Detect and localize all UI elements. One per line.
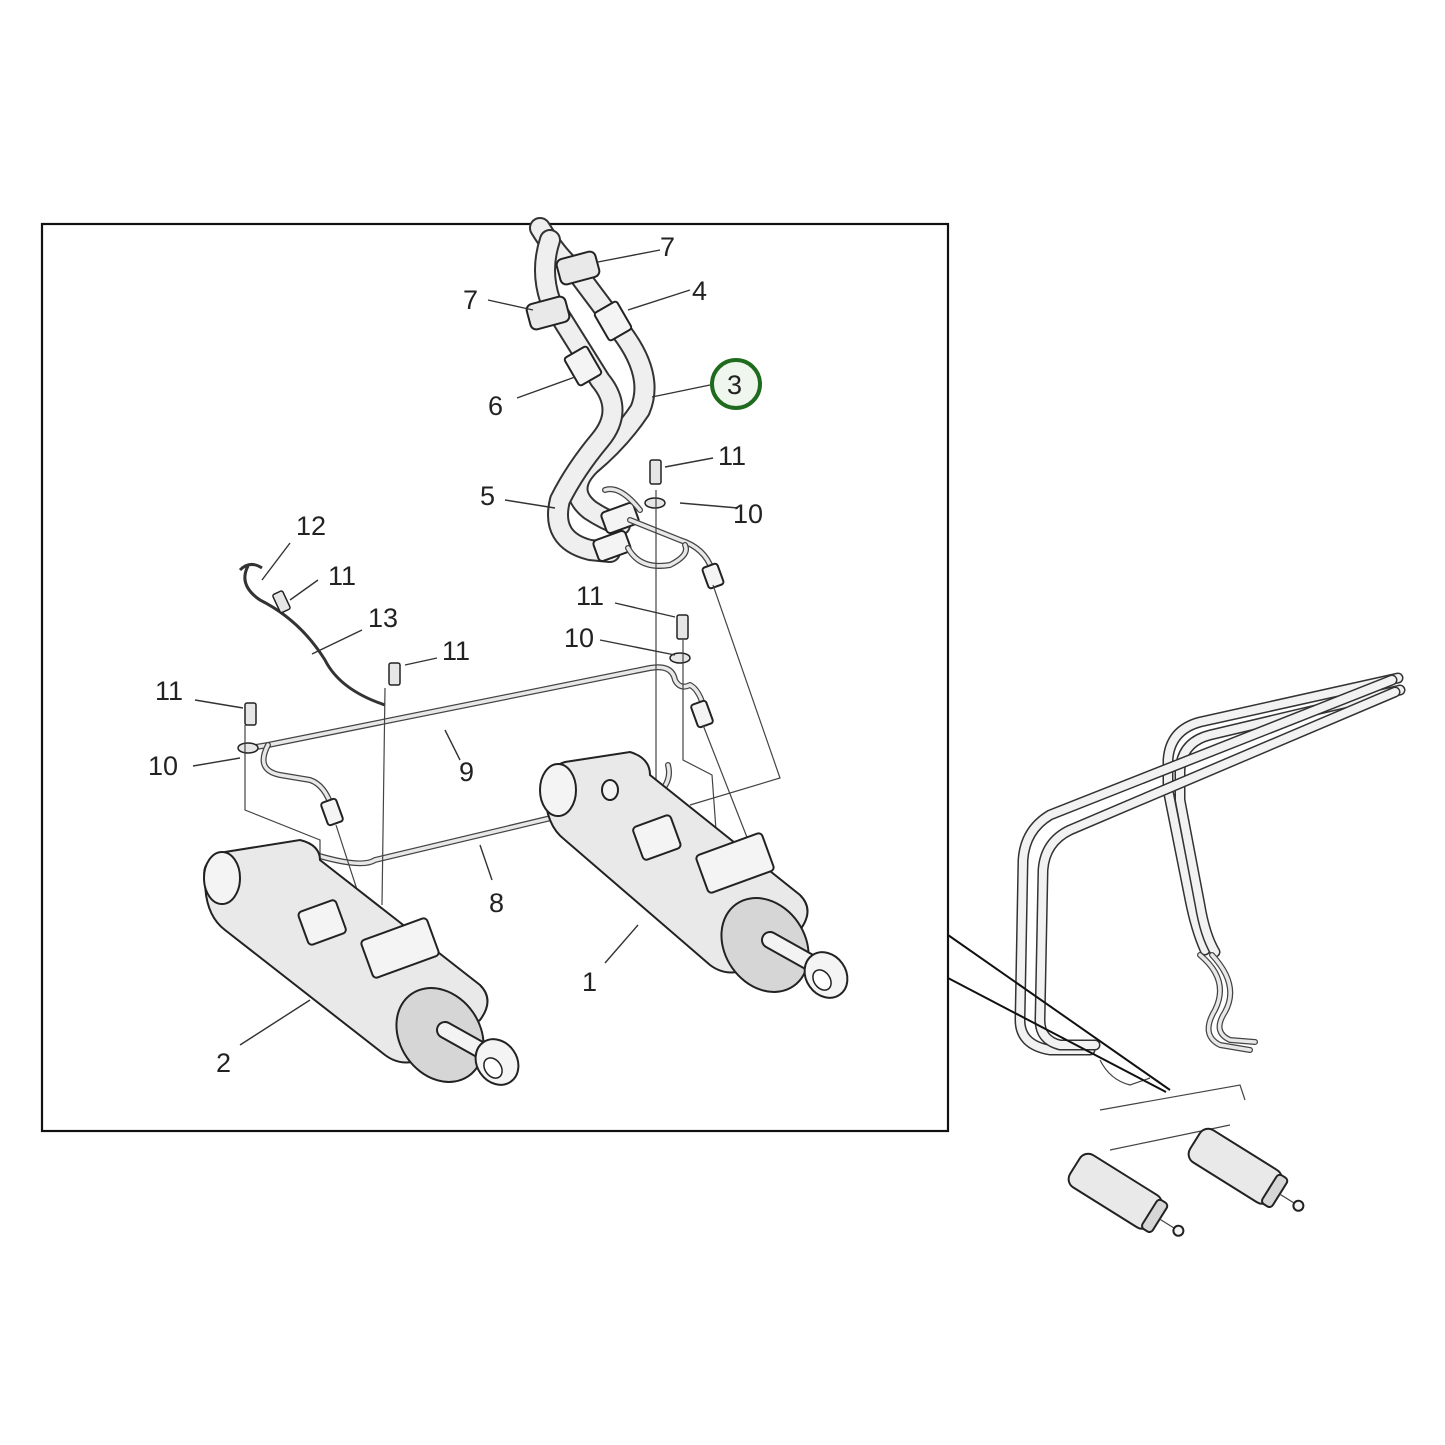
callout-3[interactable]: 3 [727,370,742,400]
callout-10[interactable]: 10 [733,499,763,529]
callout-5[interactable]: 5 [480,481,495,511]
callout-6[interactable]: 6 [488,391,503,421]
callout-1[interactable]: 1 [582,967,597,997]
callout-2[interactable]: 2 [216,1048,231,1078]
detail-frame [40,222,950,1133]
callout-11[interactable]: 11 [718,441,746,471]
overview-inset [1014,672,1406,1237]
callout-11[interactable]: 11 [576,581,604,611]
callout-11[interactable]: 11 [155,676,183,706]
callout-13[interactable]: 13 [368,603,398,633]
callout-9[interactable]: 9 [459,757,474,787]
callout-10[interactable]: 10 [148,751,178,781]
callout-7[interactable]: 7 [463,285,478,315]
cylinder-2 [203,838,520,1086]
detail-view: 7 4 7 6 3 5 11 10 12 11 13 11 11 10 9 11… [148,217,849,1086]
callout-11[interactable]: 11 [328,561,356,591]
highlight-circle-3[interactable] [710,358,762,410]
callout-11[interactable]: 11 [442,636,470,666]
callout-8[interactable]: 8 [489,888,504,918]
callout-10[interactable]: 10 [564,623,594,653]
callout-7[interactable]: 7 [660,232,675,262]
cylinder-1 [539,750,849,999]
callout-12[interactable]: 12 [296,511,326,541]
zoom-pointer [947,934,1171,1093]
callout-4[interactable]: 4 [692,276,707,306]
